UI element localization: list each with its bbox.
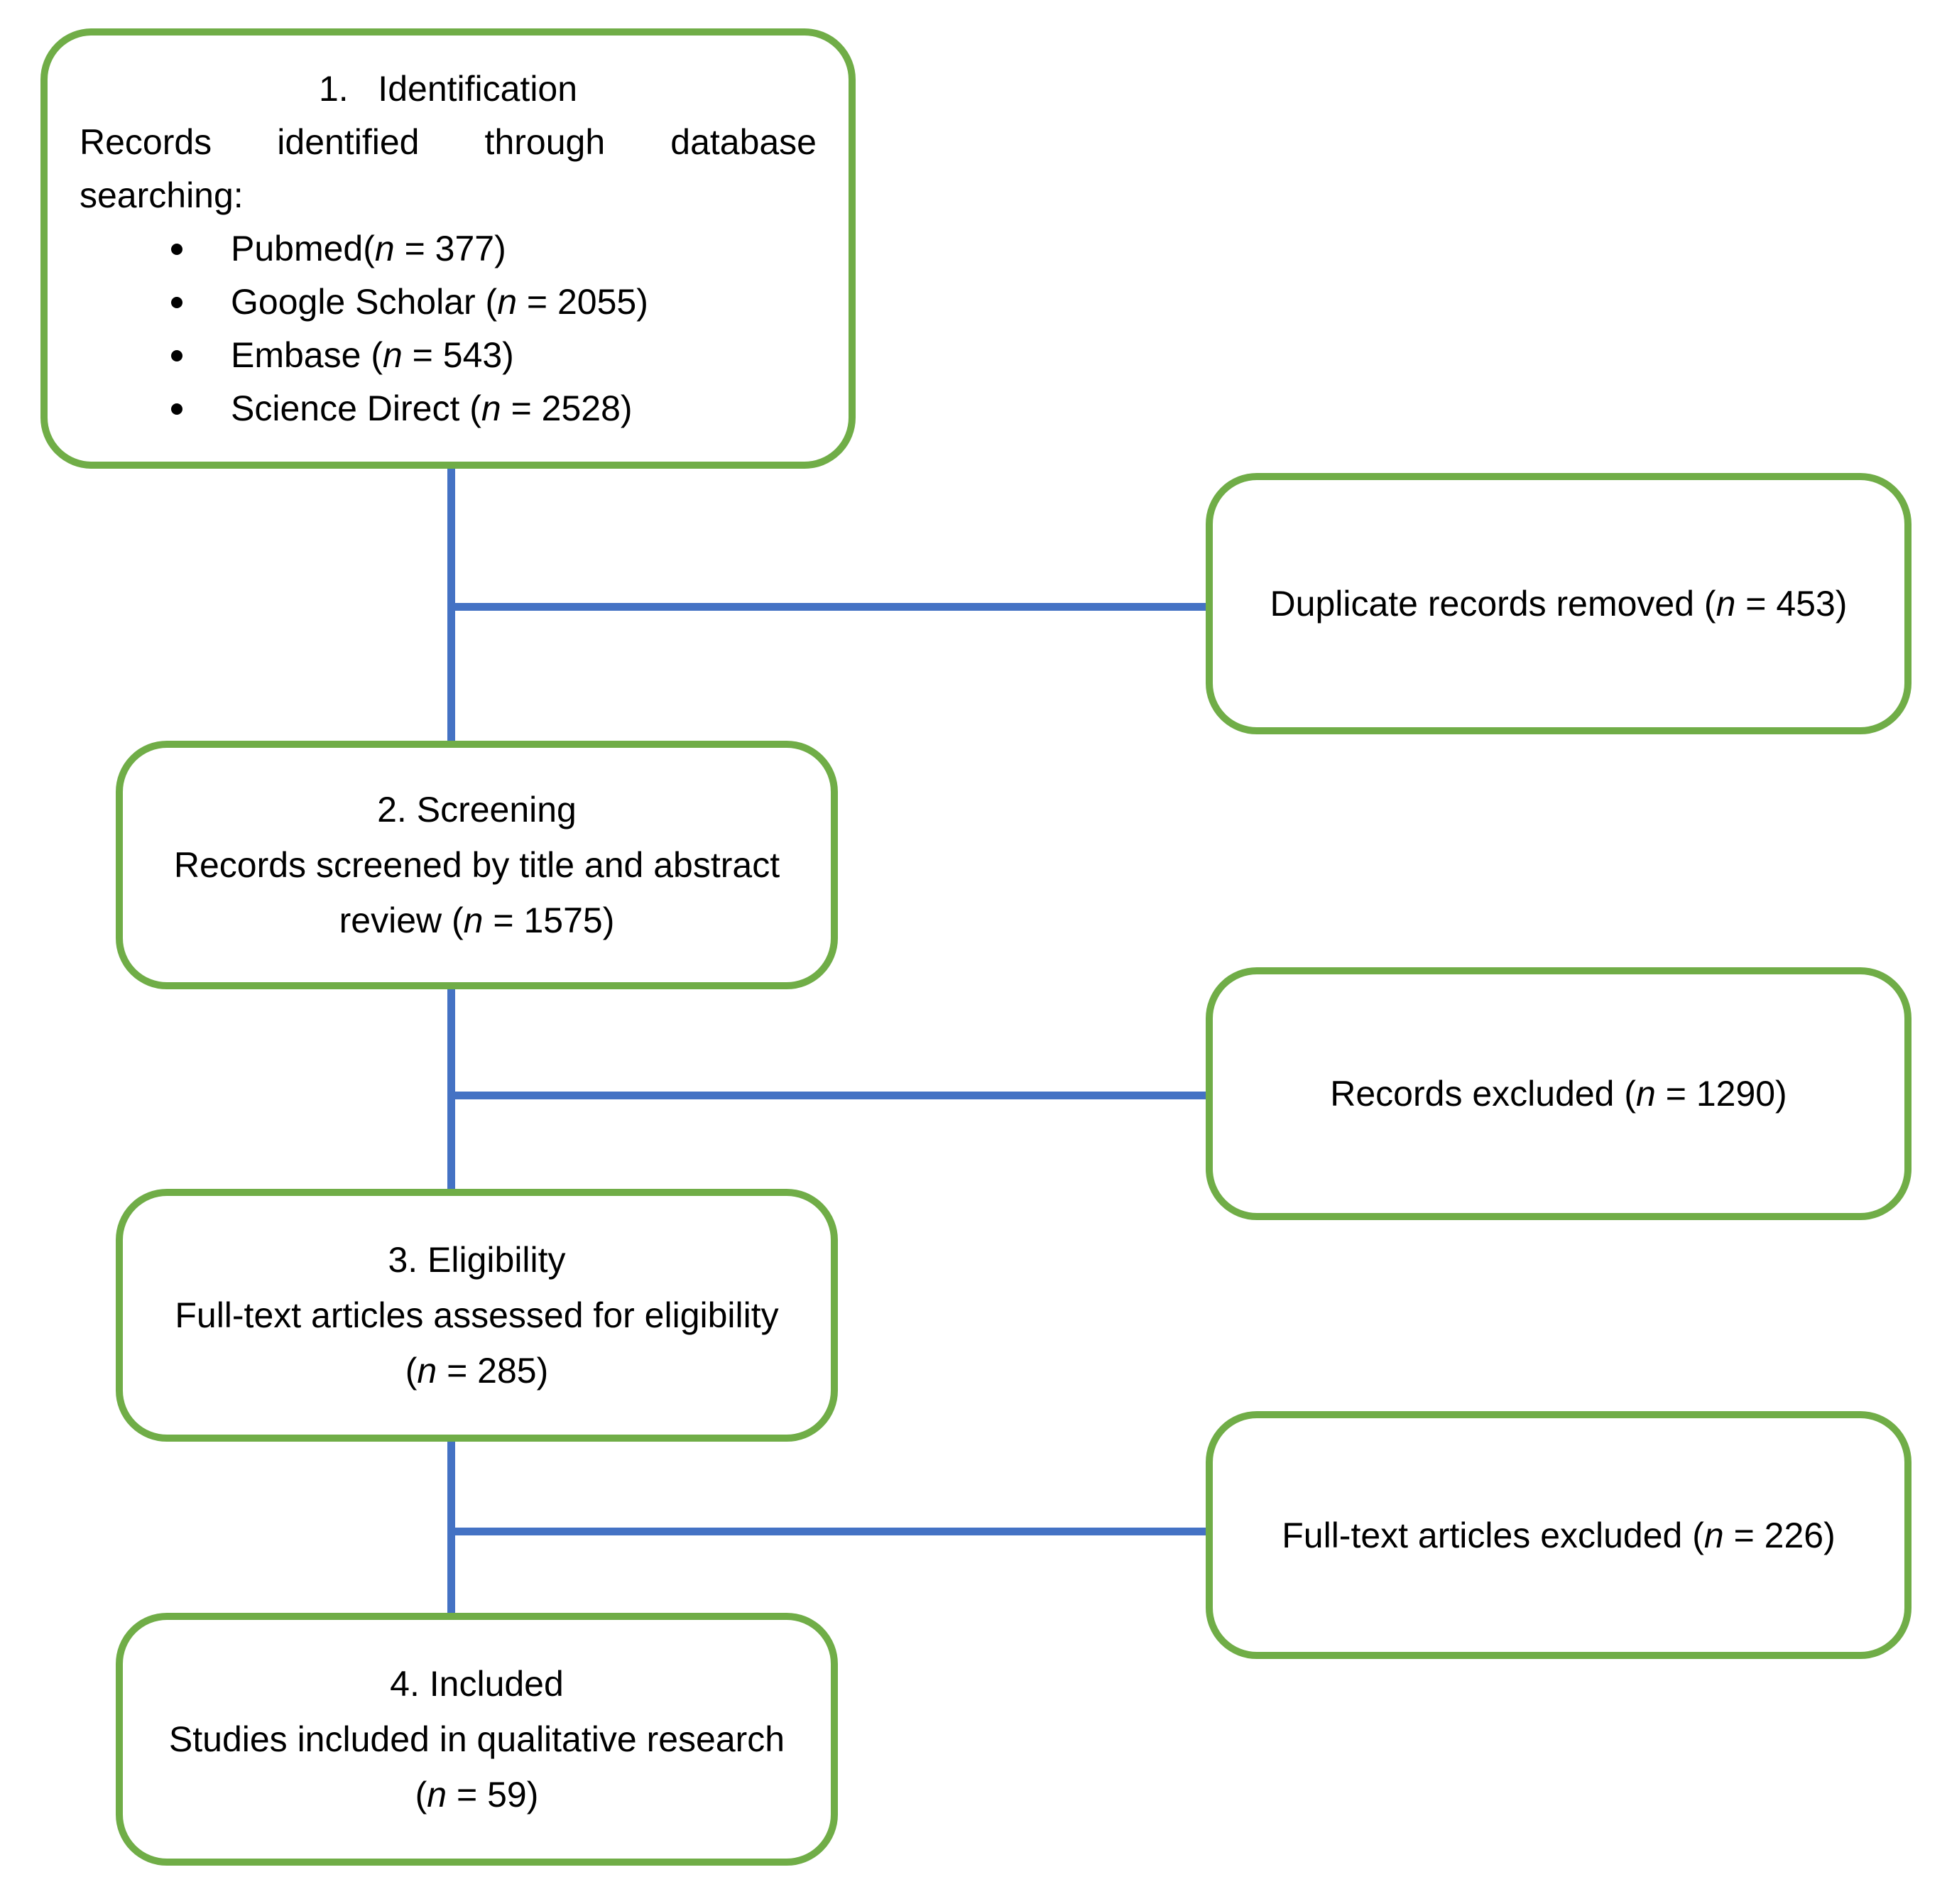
source-bullet-item: Pubmed(n = 377): [171, 222, 849, 276]
included-box: 4. Included Studies included in qualitat…: [116, 1613, 838, 1866]
identification-text-line2: searching:: [80, 175, 244, 215]
connector-horizontal-1: [447, 603, 1206, 611]
screening-heading: 2. Screening: [377, 790, 577, 829]
duplicates-removed-box: Duplicate records removed (n = 453): [1206, 473, 1911, 734]
records-excluded-label: Records excluded (n = 1290): [1330, 1074, 1787, 1114]
identification-heading: 1. Identification: [318, 68, 578, 109]
connector-horizontal-3: [447, 1528, 1206, 1535]
included-text-line1: Studies included in qualitative research: [168, 1719, 785, 1759]
included-text-line2: (n = 59): [415, 1775, 539, 1815]
source-bullet-item: Embase (n = 543): [171, 329, 849, 382]
fulltext-excluded-label: Full-text articles excluded (n = 226): [1282, 1515, 1836, 1555]
eligibility-heading: 3. Eligibility: [388, 1240, 566, 1280]
fulltext-excluded-box: Full-text articles excluded (n = 226): [1206, 1411, 1911, 1659]
eligibility-box: 3. Eligibility Full-text articles assess…: [116, 1189, 838, 1442]
connector-vertical-2: [447, 989, 455, 1190]
identification-box: 1. Identification Records identified thr…: [40, 28, 856, 469]
source-bullet-item: Science Direct (n = 2528): [171, 382, 849, 435]
source-bullet-item: Google Scholar (n = 2055): [171, 276, 849, 329]
eligibility-text-line1: Full-text articles assessed for eligibil…: [175, 1295, 779, 1335]
screening-text-line1: Records screened by title and abstract: [173, 845, 780, 885]
screening-text-line2: review (n = 1575): [339, 901, 615, 940]
included-heading: 4. Included: [390, 1664, 564, 1704]
screening-box: 2. Screening Records screened by title a…: [116, 741, 838, 989]
records-excluded-box: Records excluded (n = 1290): [1206, 967, 1911, 1220]
duplicates-removed-label: Duplicate records removed (n = 453): [1270, 584, 1848, 624]
identification-text-line1: Records identified through database: [80, 121, 817, 162]
database-source-list: Pubmed(n = 377)Google Scholar (n = 2055)…: [48, 222, 849, 435]
eligibility-text-line2: (n = 285): [405, 1351, 549, 1391]
connector-horizontal-2: [447, 1092, 1206, 1099]
